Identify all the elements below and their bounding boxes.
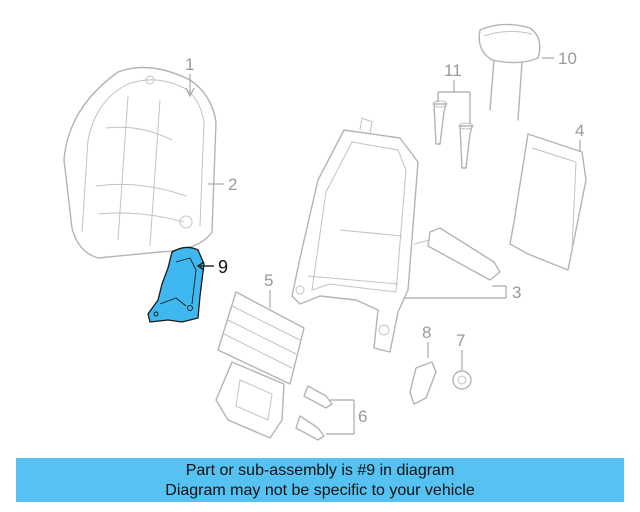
seat-back-cushion xyxy=(63,66,217,259)
callout-4: 4 xyxy=(575,121,584,140)
callout-lines xyxy=(185,57,581,435)
recliner-handle xyxy=(409,361,437,405)
spring-mat xyxy=(215,291,305,439)
part-9-trim-panel xyxy=(147,246,205,323)
rear-panel xyxy=(509,133,587,271)
callout-10: 10 xyxy=(558,49,577,68)
callout-3: 3 xyxy=(512,283,521,302)
knob xyxy=(452,370,472,390)
callout-8: 8 xyxy=(422,323,431,342)
parts-diagram: 1 2 3 4 5 6 7 8 10 11 9 xyxy=(63,23,587,441)
callout-6: 6 xyxy=(358,407,367,426)
headrest xyxy=(478,23,541,121)
banner-line-2: Diagram may not be specific to your vehi… xyxy=(165,482,475,499)
info-banner: Part or sub-assembly is #9 in diagram Di… xyxy=(16,458,624,502)
callout-2: 2 xyxy=(228,175,237,194)
callout-7: 7 xyxy=(456,331,465,350)
headrest-guides xyxy=(432,100,474,169)
adjuster-cables xyxy=(295,385,333,441)
seat-back-frame xyxy=(291,117,419,353)
callout-9-highlighted: 9 xyxy=(218,257,228,277)
banner-line-1: Part or sub-assembly is #9 in diagram xyxy=(185,462,455,479)
reinforcement-bar xyxy=(413,227,501,281)
callout-5: 5 xyxy=(264,271,273,290)
callout-11: 11 xyxy=(444,61,462,80)
callout-1: 1 xyxy=(185,55,194,74)
